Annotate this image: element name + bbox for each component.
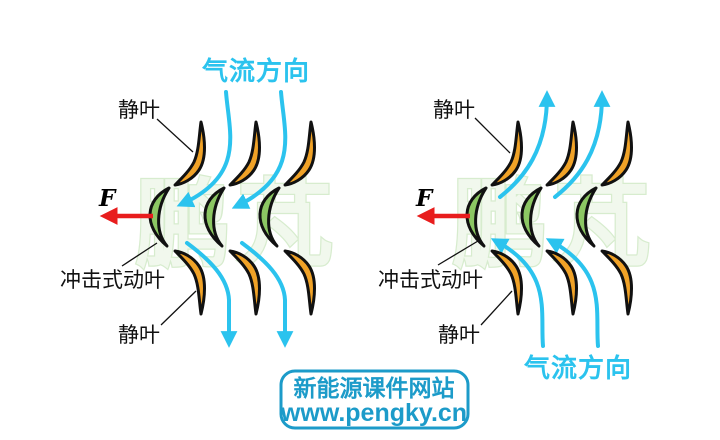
flow-arrow-in	[176, 90, 233, 208]
flow-arrow-out	[553, 90, 611, 199]
leader-line	[156, 118, 194, 153]
leader-line	[480, 290, 513, 326]
leader-line	[474, 117, 511, 154]
flow-arrow-in	[231, 90, 288, 209]
leader-line	[160, 290, 197, 326]
airflow-direction-label: 气流方向	[523, 353, 632, 383]
left-diagram: F 气流方向 静叶 冲击式动叶 静叶	[60, 56, 316, 348]
right-diagram: F 静叶 冲击式动叶 静叶 气流方向	[378, 90, 633, 383]
flow-arrow-in	[490, 238, 545, 348]
flow-arrow-in	[545, 238, 600, 348]
airflow-direction-label: 气流方向	[201, 56, 310, 86]
site-name: 新能源课件网站	[294, 375, 455, 401]
stator-top-label: 静叶	[433, 99, 475, 122]
leader-line	[437, 240, 479, 266]
flow-arrow-out	[498, 90, 556, 199]
leader-line	[121, 242, 158, 267]
flow-arrow-out	[240, 241, 294, 348]
stator-bottom-label: 静叶	[118, 324, 160, 347]
rotor-label: 冲击式动叶	[378, 269, 483, 292]
force-label: F	[98, 185, 117, 212]
stator-top-label: 静叶	[118, 99, 160, 122]
flow-arrow-out	[185, 241, 238, 348]
rotor-label: 冲击式动叶	[60, 269, 165, 292]
stator-bottom-label: 静叶	[438, 324, 480, 347]
site-url: www.pengky.cn	[280, 399, 467, 427]
site-badge: 新能源课件网站 www.pengky.cn	[279, 369, 470, 430]
site-badge-border	[279, 369, 470, 430]
force-label: F	[415, 185, 434, 212]
